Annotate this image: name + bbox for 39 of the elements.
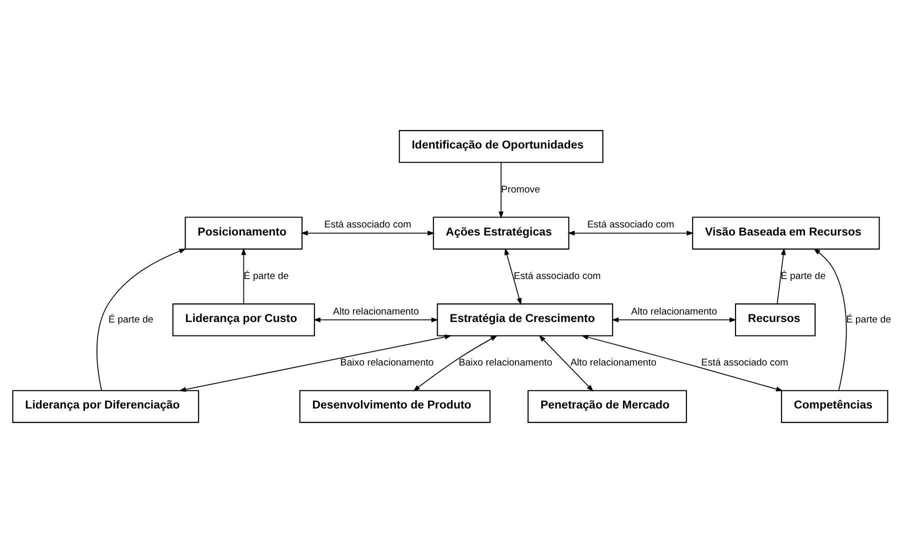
arrow — [241, 248, 246, 304]
edge-label: Alto relacionamento — [631, 306, 717, 318]
node-box: Ações Estratégicas — [432, 216, 570, 250]
node-box: Liderança por Diferenciação — [12, 390, 200, 423]
edge-label: Baixo relacionamento — [340, 358, 434, 369]
edge-label: Baixo relacionamento — [458, 358, 552, 369]
node-box: Visão Baseada em Recursos — [692, 216, 880, 250]
edge-label: Alto relacionamento — [570, 358, 656, 369]
node-box: Desenvolvimento de Produto — [299, 390, 491, 423]
edge-label: Está associado com — [701, 358, 788, 369]
node-box: Posicionamento — [184, 216, 303, 250]
arrow — [612, 317, 737, 322]
edge-label: Está associado com — [514, 270, 601, 282]
node-box: Recursos — [735, 303, 816, 336]
arrow — [581, 334, 784, 392]
edge-label: É parte de — [780, 270, 826, 282]
node-box: Competências — [781, 390, 888, 423]
arrow — [300, 230, 435, 236]
arrow — [498, 162, 504, 219]
edge-label: É parte de — [244, 270, 289, 282]
node-box: Penetração de Mercado — [528, 390, 687, 423]
arrow — [776, 248, 786, 304]
edge-label: É parte de — [846, 314, 892, 326]
arrow — [178, 334, 452, 392]
edge-label: Promove — [501, 184, 540, 196]
arrow — [504, 248, 522, 306]
arrow — [568, 230, 694, 236]
node-box: Estratégia de Crescimento — [436, 303, 614, 336]
edge-label: Está associado com — [587, 220, 674, 231]
edge-label: Está associado com — [324, 220, 412, 231]
node-box: Liderança por Custo — [172, 303, 315, 336]
arrow — [313, 317, 438, 322]
node-box: Identificação de Oportunidades — [398, 130, 604, 163]
arrow — [96, 248, 186, 391]
edge-label: É parte de — [108, 314, 154, 326]
arrow — [813, 248, 847, 391]
arrow — [412, 335, 498, 392]
arrow — [538, 334, 594, 392]
edge-label: Alto relacionamento — [332, 306, 419, 318]
